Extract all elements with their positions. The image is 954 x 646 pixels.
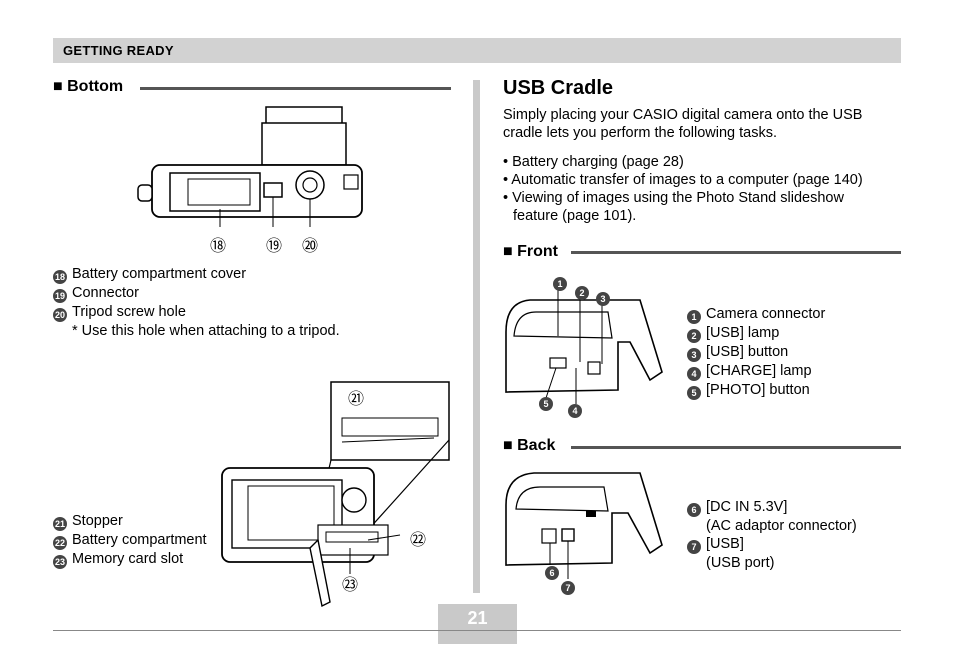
callout-front-2: 2: [575, 286, 589, 300]
list-item: 4[CHARGE] lamp: [687, 362, 825, 381]
callout-front-3: 3: [596, 292, 610, 306]
callout-front-1: 1: [553, 277, 567, 291]
column-divider: [473, 80, 480, 593]
callout-back-7: 7: [561, 581, 575, 595]
back-heading: ■ Back: [503, 437, 556, 454]
front-heading-rule: [571, 251, 901, 254]
callout-23: ㉓: [342, 577, 359, 594]
list-item: 6[DC IN 5.3V]: [687, 498, 857, 517]
list-item: feature (page 101).: [513, 208, 637, 224]
back-parts-list: 6[DC IN 5.3V] (AC adaptor connector) 7[U…: [687, 498, 857, 572]
bottom-heading-rule: [140, 87, 451, 90]
section-header-bar: GETTING READY: [53, 38, 901, 63]
usb-cradle-intro: Simply placing your CASIO digital camera…: [503, 107, 863, 141]
front-heading: ■ Front: [503, 243, 558, 260]
footer-rule: [53, 630, 901, 631]
cradle-front-illustration: [505, 284, 663, 404]
callout-front-4: 4: [568, 404, 582, 418]
tripod-note: * Use this hole when attaching to a trip…: [72, 323, 340, 339]
list-item: 2[USB] lamp: [687, 324, 825, 343]
list-item: 5[PHOTO] button: [687, 381, 825, 400]
battery-compartment-illustration: [221, 381, 450, 608]
list-item: 3[USB] button: [687, 343, 825, 362]
callout-22: ㉒: [410, 532, 427, 549]
list-item-sub: (USB port): [706, 555, 775, 571]
list-item: • Battery charging (page 28): [503, 154, 684, 170]
list-item: 7[USB]: [687, 535, 857, 554]
callout-back-6: 6: [545, 566, 559, 580]
callout-20: ⑳: [302, 238, 319, 255]
section-header-text: GETTING READY: [63, 43, 174, 58]
callout-21: ㉑: [348, 391, 365, 408]
callout-front-5: 5: [539, 397, 553, 411]
cradle-back-illustration: [505, 472, 663, 579]
back-heading-rule: [571, 446, 901, 449]
list-item: • Viewing of images using the Photo Stan…: [503, 190, 844, 206]
bottom-heading: ■ Bottom: [53, 78, 124, 95]
list-item: • Automatic transfer of images to a comp…: [503, 172, 863, 188]
callout-18: ⑱: [210, 238, 227, 255]
list-item-sub: (AC adaptor connector): [706, 518, 857, 534]
usb-cradle-tasks: • Battery charging (page 28) • Automatic…: [503, 153, 863, 225]
usb-cradle-title: USB Cradle: [503, 77, 614, 99]
page-number-box: 21: [438, 604, 517, 644]
camera-bottom-illustration: [137, 106, 363, 227]
page-number: 21: [467, 608, 488, 628]
callout-19: ⑲: [266, 238, 283, 255]
